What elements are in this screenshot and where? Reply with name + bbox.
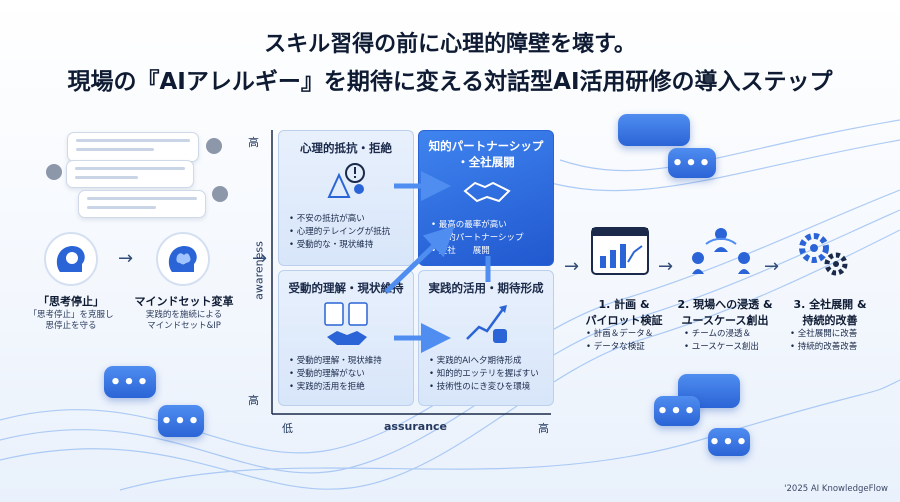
right-step-2-label: 2. 現場への浸透 & ユースケース創出 — [677, 298, 773, 327]
dashboard-chart-icon — [591, 227, 649, 275]
y-axis-label: awareness — [252, 241, 266, 300]
quadrant-top-right: 知的パートナーシップ ・全社展開 • 最高の最率が高い • 知的パートナーシップ… — [418, 130, 554, 266]
avatar-icon — [212, 186, 228, 202]
quadrant-item: • 全社 展開 — [431, 246, 490, 257]
arrow-icon: → — [764, 256, 780, 277]
quadrant-items: • 最高の最率が高い • 知的パートナーシップ • 全社 展開 — [431, 219, 524, 259]
quadrant-items: • 不安の抵抗が高い • 心理的テレイングが抵抗 • 受動的な・現状維持 — [289, 213, 390, 253]
left-step-1-sub: 「思考停止」を克服し 思停止を守る — [28, 310, 114, 332]
right-step-1-label: 1. 計画 & パイロット検証 — [585, 298, 663, 327]
avatar-icon — [46, 164, 62, 180]
right-step-3-items: • 全社展開に改善 • 持続的改善改善 — [790, 328, 857, 354]
right-step-3-label: 3. 全社展開 & 持続的改善 — [793, 298, 867, 327]
avatar-icon — [206, 138, 222, 154]
left-step-1-label: 「思考停止」 — [38, 295, 104, 308]
chat-bubble — [66, 160, 194, 188]
quadrant-bottom-left: 受動的理解・現状維持 • 受動的理解・現状維持 • 受動的理解がない • 実践的… — [278, 270, 414, 406]
arrow-icon: → — [118, 248, 134, 269]
title-line-1: スキル習得の前に心理的障壁を壊す。 — [264, 32, 636, 57]
quadrant-title: 知的パートナーシップ ・全社展開 — [428, 139, 544, 169]
quadrant-item: • 知的パートナーシップ — [431, 233, 524, 244]
quadrant-bottom-right: 実践的活用・期待形成 • 実践的AIへ夕期待形成 • 知的的エッテリを握ばすい … — [418, 270, 554, 406]
team-network-icon — [692, 228, 750, 274]
step-item: • データな検証 — [586, 342, 645, 353]
gears-icon — [799, 233, 848, 276]
quadrant-top-left: 心理的抵抗・拒絶 • 不安の抵抗が高い • 心理的テレイングが抵抗 • 受動的な… — [278, 130, 414, 266]
left-step-2-sub: 実践的を施続による マインドセット&IP — [145, 310, 223, 332]
quadrant-item: • 実践的活用を拒絶 — [289, 382, 365, 393]
head-icon — [44, 232, 98, 286]
chat-bubble — [78, 190, 206, 218]
y-axis-bottom-label: 高 — [248, 394, 259, 407]
quadrant-chart: 高 高 awareness 低 assurance 高 心理的抵抗・拒絶 • 不… — [248, 124, 556, 435]
step-item: • ユースケース創出 — [684, 342, 759, 353]
arrow-icon: → — [252, 248, 268, 269]
growth-thumbs-up-icon — [466, 305, 507, 343]
brain-head-icon — [156, 232, 210, 286]
left-step-2-label: マインドセット変革 — [134, 295, 234, 308]
step-item: • 計画＆データ＆ — [586, 329, 654, 339]
right-step-2-items: • チームの浸透＆ • ユースケース創出 — [684, 328, 759, 354]
quadrant-item: • 知的的エッテリを握ばすい — [429, 369, 539, 380]
y-axis-top-label: 高 — [248, 136, 259, 149]
quadrant-item: • 最高の最率が高い — [431, 220, 507, 230]
quadrant-items: • 受動的理解・現状維持 • 受動的理解がない • 実践的活用を拒絶 — [289, 355, 382, 395]
chat-bubble-blue: ••• — [668, 148, 716, 178]
quadrant-item: • 実践的AIへ夕期待形成 — [429, 356, 522, 366]
footer-credit: '2025 AI KnowledgeFlow — [784, 484, 888, 494]
chat-bubble — [67, 132, 199, 162]
x-axis-label: assurance — [384, 420, 448, 433]
step-item: • チームの浸透＆ — [684, 329, 751, 339]
quadrant-item: • 不安の抵抗が高い — [289, 214, 365, 224]
quadrant-items: • 実践的AIへ夕期待形成 • 知的的エッテリを握ばすい • 技術性のにき変ひを… — [429, 355, 539, 395]
quadrant-item: • 心理的テレイングが抵抗 — [289, 227, 391, 238]
x-axis-low-label: 低 — [282, 422, 293, 435]
quadrant-item: • 受動的な・現状維持 — [289, 240, 374, 251]
quadrant-item: • 受動的理解がない — [289, 369, 365, 380]
quadrant-item: • 受動的理解・現状維持 — [289, 356, 382, 366]
right-step-1-items: • 計画＆データ＆ • データな検証 — [586, 328, 653, 354]
chat-bubble-blue: ••• — [104, 366, 156, 398]
chat-bubble-blue: ••• — [158, 405, 204, 437]
quadrant-title: 実践的活用・期待形成 — [428, 281, 544, 295]
arrow-icon: → — [658, 256, 674, 277]
warning-person-icon — [327, 163, 365, 198]
chat-bubble-blue — [618, 114, 690, 146]
chat-bubble-blue: ••• — [654, 396, 700, 426]
arrow-icon: → — [564, 256, 580, 277]
x-axis-high-label: 高 — [538, 422, 549, 435]
step-item: • 全社展開に改善 — [790, 329, 858, 339]
title-line-2: 現場の『AIアレルギー』を期待に変える対話型AI活用研修の導入ステップ — [67, 69, 833, 95]
chat-bubble-blue: ••• — [708, 428, 750, 456]
documents-handshake-icon — [324, 302, 368, 345]
quadrant-title: 受動的理解・現状維持 — [288, 281, 404, 295]
chart-axes — [271, 130, 551, 415]
quadrant-title: 心理的抵抗・拒絶 — [300, 141, 392, 155]
quadrant-item: • 技術性のにき変ひを環境 — [429, 382, 531, 393]
handshake-icon — [463, 181, 511, 203]
step-item: • 持続的改善改善 — [790, 342, 858, 353]
